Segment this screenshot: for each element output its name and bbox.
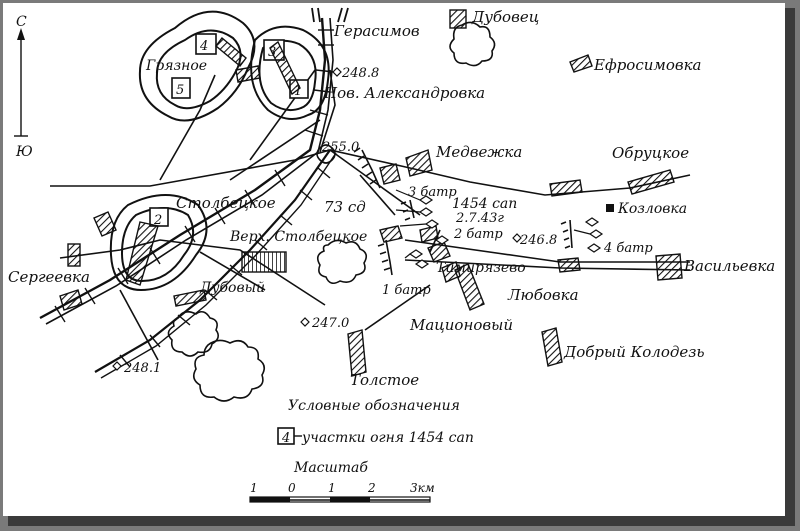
height-marker-247-0 — [300, 317, 310, 327]
village-sergeevka-block-2 — [59, 289, 83, 311]
fire-area-2: 2 — [153, 213, 162, 228]
label-height-248-8: 248.8 — [341, 66, 379, 81]
defence-lines — [353, 147, 573, 276]
scale-tick-3km: 3км — [410, 481, 435, 495]
village-timiryazevo-block-2 — [427, 241, 451, 263]
village-obruchkoe-block — [549, 179, 583, 197]
village-gryaznoe-block-2 — [235, 65, 261, 83]
compass-arrow — [14, 28, 28, 137]
village-stoltsetskoe-block — [93, 211, 117, 237]
village-sergeevka-block — [67, 243, 81, 267]
label-height-255-0: 255.0 — [321, 140, 359, 155]
village-gryaznoe-block-1 — [215, 36, 247, 68]
village-stoltsetskoe-block-2 — [125, 221, 159, 286]
label-height-247-0: 247.0 — [311, 316, 349, 331]
village-medvezhka-block-2 — [379, 163, 401, 185]
village-vasilevka-block — [655, 253, 683, 281]
village-timiryazevo-block-3 — [441, 261, 461, 283]
label-height-246-8: 246.8 — [519, 233, 557, 248]
village-dubovets-block — [449, 9, 467, 29]
label-division-73: 73 сд — [324, 198, 366, 216]
label-gryaznoe: Грязное — [145, 58, 207, 74]
fire-area-loops — [109, 10, 330, 292]
village-medvezhka-block — [405, 149, 433, 177]
paper-shadow-right — [785, 8, 795, 521]
scale-bar — [249, 496, 431, 503]
fire-area-1: 1 — [294, 84, 302, 99]
height-markers — [112, 67, 522, 371]
label-battery-4: 4 батр — [603, 241, 653, 256]
village-obruchkoe-block-2 — [627, 169, 675, 195]
label-dubovy: Дубовый — [199, 280, 265, 296]
label-vasilevka: Васильевка — [683, 257, 775, 275]
label-battery-1: 1 батр — [382, 283, 431, 298]
village-timiryazevo-block — [454, 263, 485, 311]
compass-south-label: Ю — [15, 144, 33, 160]
legend-title: Условные обозначения — [288, 398, 460, 414]
scale-title: Масштаб — [293, 460, 368, 476]
label-date: 2.7.43г — [455, 211, 504, 226]
label-timiryazevo: Тимирязево — [436, 260, 526, 276]
scale-tick-1: 1 — [328, 481, 336, 495]
label-height-248-1: 248.1 — [123, 361, 161, 376]
compass-north-label: С — [16, 14, 27, 30]
scale-tick-1-left: 1 — [250, 481, 258, 495]
scale-tick-2: 2 — [367, 481, 376, 495]
woods — [167, 21, 496, 402]
village-dubovy-block — [173, 289, 207, 307]
label-lyubovka: Любовка — [507, 286, 579, 304]
height-marker-246-8 — [512, 233, 522, 243]
village-lyubovka-block — [557, 257, 581, 273]
paper-shadow-bottom — [8, 516, 795, 526]
label-dubovets: Дубовец — [471, 8, 539, 26]
label-regiment-1454: 1454 сап — [452, 196, 517, 212]
village-dobry-block — [541, 327, 563, 367]
village-verkh-stoltsetskoe-block — [241, 251, 287, 273]
label-tolstoe: Толстое — [350, 371, 419, 389]
height-marker-248-1 — [112, 361, 122, 371]
village-efrosimovka-block — [569, 54, 593, 73]
fire-area-5: 5 — [176, 83, 184, 98]
village-tolstoe-block — [347, 329, 367, 377]
label-efrosimovka: Ефросимовка — [593, 56, 701, 74]
label-matsionovy: Мационовый — [409, 316, 513, 334]
legend-text: участки огня 1454 сап — [301, 430, 474, 446]
legend-symbol-number: 4 — [281, 431, 290, 446]
label-obruchkoe: Обруцкое — [612, 144, 689, 162]
label-battery-3: 3 батр — [408, 185, 457, 200]
label-battery-2: 2 батр — [453, 227, 503, 242]
label-verkh-stoltsetskoe: Верх. Столбецкое — [229, 229, 367, 245]
fire-area-4: 4 — [199, 39, 208, 54]
scale-tick-0: 0 — [288, 481, 296, 495]
label-stoltsetskoe: Столбецкое — [176, 194, 276, 212]
label-medvezhka: Медвежка — [435, 143, 522, 161]
label-kozlovka: Козловка — [617, 201, 687, 217]
battery-area-block — [379, 225, 403, 243]
village-nov-alex-block — [269, 40, 301, 96]
kozlovka-marker — [606, 204, 614, 212]
height-marker-248-8 — [332, 67, 342, 77]
label-dobry-kolodez: Добрый Колодезь — [563, 343, 705, 361]
label-gerasimov: Герасимов — [333, 22, 420, 40]
label-sergeevka: Сергеевка — [8, 268, 90, 286]
label-nov-aleksandrovka: Нов. Александровка — [323, 84, 485, 102]
battery-positions — [395, 189, 604, 269]
